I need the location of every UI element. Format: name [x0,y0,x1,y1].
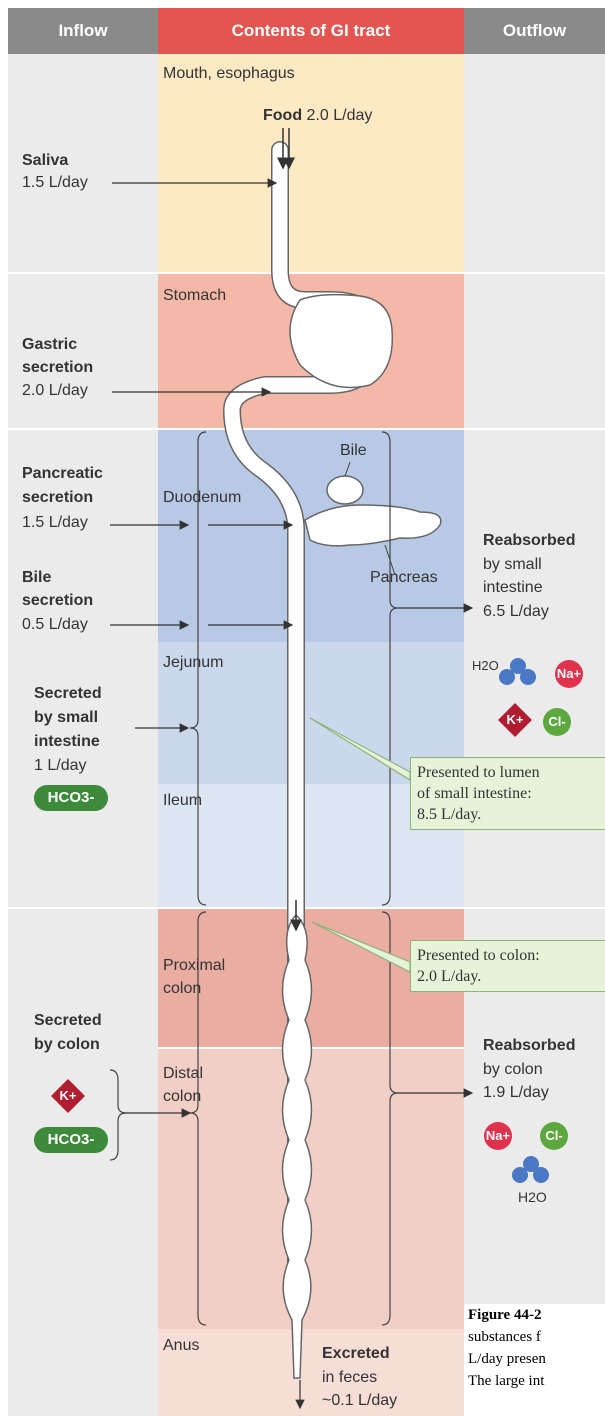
lumen-callout-line-2: of small intestine: [417,783,600,804]
colon [283,915,312,1378]
si-secreted-name-3: intestine [34,731,100,753]
h2o-label: H2O [472,655,499,677]
caption-line: Figure 44-2 [468,1304,605,1326]
saliva-value: 1.5 L/day [22,172,88,194]
si-reabsorbed-title: Reabsorbed [483,530,575,552]
segment-proximal-colon-label-2: colon [163,978,201,1000]
na-ion-icon-colon: Na+ [484,1122,512,1150]
hco3-badge: HCO3- [34,785,108,811]
caption-line-3: L/day presen [468,1348,605,1370]
pancreas-label: Pancreas [370,567,438,589]
segment-distal-colon-label-2: colon [163,1086,201,1108]
pancreatic-name: Pancreatic [22,463,103,485]
lumen-callout-line: Presented to lumen [417,762,600,783]
colon-secreted-name: Secreted [34,1010,102,1032]
h2o-icon-colon [510,1155,552,1185]
figure-caption: Figure 44-2 substances f L/day presen Th… [468,1304,605,1392]
excreted-title: Excreted [322,1343,390,1365]
bile-secretion-name-2: secretion [22,590,93,612]
pancreas [305,505,441,546]
gallbladder [327,476,363,504]
na-ion-icon: Na+ [555,660,583,688]
segment-ileum-label: Ileum [163,790,202,812]
k-ion-label: K+ [51,1087,85,1105]
h2o-icon [497,657,539,687]
colon-reabsorbed-line: by colon [483,1059,543,1081]
segment-anus-label: Anus [163,1335,199,1357]
stomach [290,295,392,388]
segment-stomach-label: Stomach [163,285,226,307]
h2o-colon-label: H2O [518,1186,547,1208]
si-reabsorbed-line: by small [483,554,542,576]
si-reabsorbed-value: 6.5 L/day [483,601,549,623]
food-label: Food 2.0 L/day [263,105,372,127]
colon-secreted-name-2: by colon [34,1034,100,1056]
gastric-name: Gastric [22,334,77,356]
colon-reabsorbed-title: Reabsorbed [483,1035,575,1057]
si-secreted-name-2: by small [34,707,98,729]
pancreatic-value: 1.5 L/day [22,512,88,534]
si-secreted-value: 1 L/day [34,755,86,777]
bile-secretion-value: 0.5 L/day [22,614,88,636]
bile-organ-label: Bile [340,440,367,462]
bile-secretion-name: Bile [22,567,51,589]
k-ion-out-label: K+ [498,711,532,729]
caption-line-2: substances f [468,1326,605,1348]
segment-distal-colon-label: Distal [163,1063,203,1085]
gastric-name-2: secretion [22,357,93,379]
excreted-line: in feces [322,1367,377,1389]
cl-ion-icon-colon: Cl- [540,1122,568,1150]
hco3-badge-colon: HCO3- [34,1127,108,1153]
colon-callout-line: Presented to colon: [417,945,600,966]
excreted-value: ~0.1 L/day [322,1390,397,1412]
segment-mouth-label: Mouth, esophagus [163,63,295,85]
lumen-callout: Presented to lumen of small intestine: 8… [410,757,605,830]
pancreatic-name-2: secretion [22,487,93,509]
cl-ion-icon: Cl- [543,708,571,736]
segment-jejunum-label: Jejunum [163,652,223,674]
caption-line-4: The large int [468,1370,605,1392]
food-name: Food [263,107,302,124]
colon-callout: Presented to colon: 2.0 L/day. [410,940,605,992]
colon-reabsorbed-value: 1.9 L/day [483,1082,549,1104]
colon-callout-line-2: 2.0 L/day. [417,966,600,987]
gastric-value: 2.0 L/day [22,380,88,402]
si-secreted-name: Secreted [34,683,102,705]
si-reabsorbed-line-2: intestine [483,577,543,599]
segment-proximal-colon-label: Proximal [163,955,225,977]
lumen-callout-line-3: 8.5 L/day. [417,804,600,825]
saliva-name: Saliva [22,150,68,172]
segment-duodenum-label: Duodenum [163,487,241,509]
food-value: 2.0 L/day [307,107,373,124]
